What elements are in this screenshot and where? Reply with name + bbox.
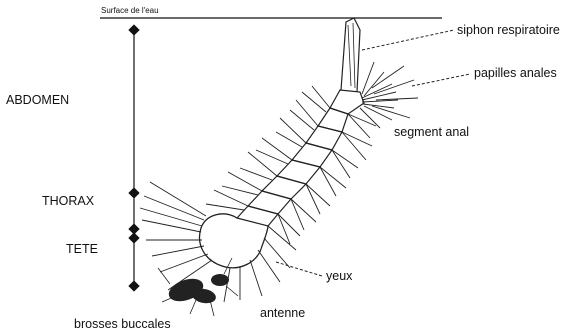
brosses-label: brosses buccales	[74, 317, 171, 331]
yeux-label: yeux	[326, 269, 353, 283]
antenne-label: antenne	[260, 306, 305, 320]
siphon-label: siphon respiratoire	[457, 23, 560, 37]
thorax-label: THORAX	[42, 194, 95, 208]
abdomen-label: ABDOMEN	[6, 93, 69, 107]
papilles-label: papilles anales	[474, 66, 557, 80]
siphon-leader	[362, 30, 454, 50]
yeux-leader	[276, 262, 322, 276]
body-region-scale	[128, 24, 139, 291]
papilles-leader	[412, 74, 470, 86]
mouth-brushes-tuft	[166, 274, 229, 306]
larva-body	[140, 18, 418, 316]
segment-anal-label: segment anal	[394, 125, 469, 139]
water-surface-label: Surface de l'eau	[101, 6, 159, 15]
tete-label: TETE	[66, 242, 98, 256]
